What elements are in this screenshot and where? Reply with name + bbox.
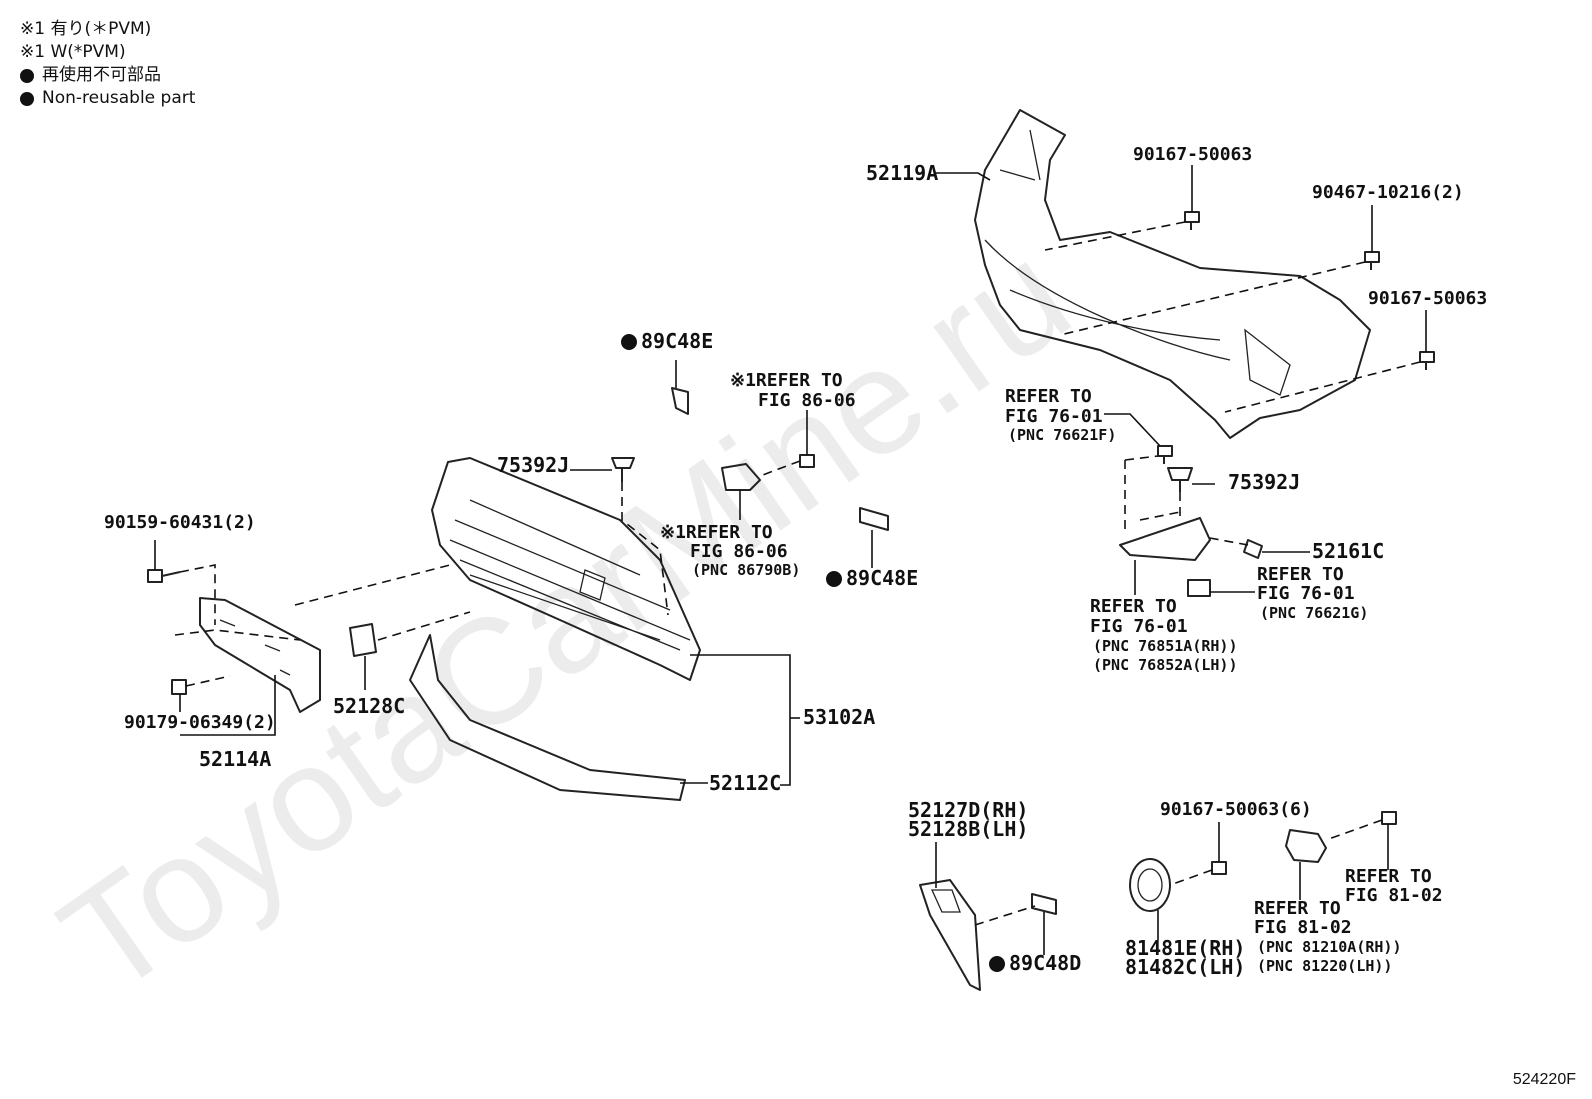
sensor-bracket-shape[interactable] <box>721 463 761 491</box>
fog-lamp-shape[interactable] <box>1285 829 1327 863</box>
ref-label-76-c-2[interactable]: FIG 76-01 <box>1090 616 1188 637</box>
ref-label-86-b-1[interactable]: ※1REFER TO <box>660 522 773 543</box>
ref-label-86-a-1[interactable]: ※1REFER TO <box>730 370 843 391</box>
part-label-52112C[interactable]: 52112C <box>709 771 781 795</box>
dash-fog-lamp <box>1325 819 1383 841</box>
bolt-shape-sensor[interactable] <box>799 454 815 468</box>
ref-label-76-b-3[interactable]: (PNC 76621G) <box>1260 604 1368 622</box>
ref-label-76-c-1[interactable]: REFER TO <box>1090 596 1177 617</box>
ref-label-81-b-1[interactable]: REFER TO <box>1254 898 1341 919</box>
ref-label-76-a-1[interactable]: REFER TO <box>1005 386 1092 407</box>
part-label-52128C[interactable]: 52128C <box>333 694 405 718</box>
part-label-75392J-left[interactable]: 75392J <box>497 453 569 477</box>
bolt-shape-fog-lamp[interactable] <box>1381 811 1397 825</box>
non-reusable-dot-icon <box>826 571 842 587</box>
bracket-shape-89C48E-mid[interactable] <box>859 507 889 531</box>
part-label-89C48E-top[interactable]: 89C48E <box>641 329 713 353</box>
non-reusable-dot-icon <box>20 91 34 106</box>
legend-note-4: Non-reusable part <box>20 87 195 110</box>
dash-52128C <box>377 611 471 641</box>
legend-note-2: ※1 W(*PVM) <box>20 42 126 62</box>
part-label-53102A[interactable]: 53102A <box>803 705 875 729</box>
part-label-90167-right[interactable]: 90167-50063 <box>1368 288 1487 309</box>
dash-89C48D <box>974 905 1036 926</box>
clip-shape-75392J-left[interactable] <box>611 457 635 482</box>
grille-assembly-shape[interactable] <box>431 457 701 681</box>
fog-cover-shape[interactable] <box>919 879 981 991</box>
clip-shape-75392J-right[interactable] <box>1167 467 1193 492</box>
part-label-52127D[interactable]: 52127D(RH) <box>908 798 1028 822</box>
ref-label-81-a-2[interactable]: FIG 81-02 <box>1345 885 1443 906</box>
ref-label-76-c-3[interactable]: (PNC 76851A(RH)) <box>1093 637 1238 655</box>
legend: ※1 有り(＊PVM) ※1 W(*PVM) 再使用不可部品 Non-reusa… <box>20 18 195 110</box>
part-label-89C48D[interactable]: 89C48D <box>1009 951 1081 975</box>
license-bracket-shape[interactable] <box>199 597 321 713</box>
part-label-90167-6[interactable]: 90167-50063(6) <box>1160 799 1312 820</box>
dash-90467 <box>1059 261 1366 336</box>
ref-label-76-a-2[interactable]: FIG 76-01 <box>1005 406 1103 427</box>
side-piece-shape[interactable] <box>1119 517 1211 561</box>
non-reusable-dot-icon <box>989 956 1005 972</box>
ref-label-76-a-3[interactable]: (PNC 76621F) <box>1008 426 1116 444</box>
part-label-90467[interactable]: 90467-10216(2) <box>1312 182 1464 203</box>
ref-label-76-b-2[interactable]: FIG 76-01 <box>1257 583 1355 604</box>
leader-52114A <box>180 675 276 736</box>
dash-ref76-a <box>1124 455 1159 535</box>
bracket-shape-89C48D[interactable] <box>1031 893 1057 915</box>
part-label-81482C[interactable]: 81482C(LH) <box>1125 955 1245 979</box>
ref-label-76-c-4[interactable]: (PNC 76852A(LH)) <box>1093 656 1238 674</box>
part-label-52161C[interactable]: 52161C <box>1312 539 1384 563</box>
leader-52119A <box>935 172 991 181</box>
cap-shape[interactable] <box>349 623 377 657</box>
part-label-52119A[interactable]: 52119A <box>866 161 938 185</box>
clip-shape-cover-top[interactable] <box>1184 211 1200 230</box>
legend-note-3: 再使用不可部品 <box>20 64 195 87</box>
bracket-shape-89C48E-top[interactable] <box>671 387 689 415</box>
clip-shape-lower-ref[interactable] <box>1187 579 1211 597</box>
ref-label-81-b-3[interactable]: (PNC 81210A(RH)) <box>1257 938 1402 956</box>
ref-label-86-b-3[interactable]: (PNC 86790B) <box>692 561 800 579</box>
dash-bracket-inner <box>174 629 301 641</box>
part-label-52128B[interactable]: 52128B(LH) <box>908 817 1028 841</box>
dash-90179 <box>185 675 231 687</box>
part-label-90179[interactable]: 90179-06349(2) <box>124 712 276 733</box>
non-reusable-dot-icon <box>621 334 637 350</box>
part-label-75392J-right[interactable]: 75392J <box>1228 470 1300 494</box>
leader-ref76-a <box>1104 413 1161 447</box>
clip-shape-cover-mid[interactable] <box>1364 251 1380 270</box>
ref-label-81-b-2[interactable]: FIG 81-02 <box>1254 917 1352 938</box>
leader-53102A <box>690 654 791 786</box>
figure-code: 524220F <box>1512 1071 1576 1088</box>
dash-90167-top <box>1044 221 1186 251</box>
dash-90159 <box>179 564 451 625</box>
part-label-89C48E-mid[interactable]: 89C48E <box>846 566 918 590</box>
dash-75392J-left <box>621 482 669 616</box>
ref-label-86-b-2[interactable]: FIG 86-06 <box>690 541 788 562</box>
part-label-52114A[interactable]: 52114A <box>199 747 271 771</box>
clip-shape-cover-right[interactable] <box>1419 351 1435 370</box>
part-label-90159[interactable]: 90159-60431(2) <box>104 512 256 533</box>
bolt-shape-90159[interactable] <box>147 569 181 583</box>
part-label-81481E[interactable]: 81481E(RH) <box>1125 936 1245 960</box>
ref-label-86-a-2[interactable]: FIG 86-06 <box>758 390 856 411</box>
bolt-shape-fog-ring[interactable] <box>1211 861 1227 875</box>
clip-shape-52161C[interactable] <box>1243 539 1263 559</box>
bumper-cover-shape[interactable] <box>974 109 1371 439</box>
dash-ref86-a <box>759 460 801 477</box>
part-label-90167-top[interactable]: 90167-50063 <box>1133 144 1252 165</box>
nut-shape-90179[interactable] <box>171 679 187 695</box>
lower-molding-shape[interactable] <box>409 634 686 801</box>
dash-90167-right <box>1224 361 1421 413</box>
ref-label-81-a-1[interactable]: REFER TO <box>1345 866 1432 887</box>
dash-fog-ring <box>1169 869 1213 886</box>
fog-ring-shape[interactable] <box>1129 858 1171 912</box>
ref-label-76-b-1[interactable]: REFER TO <box>1257 564 1344 585</box>
dash-75392J-right <box>1139 492 1181 521</box>
legend-note-1: ※1 有り(＊PVM) <box>20 19 152 39</box>
dash-52161C <box>1209 537 1249 546</box>
non-reusable-dot-icon <box>20 68 34 83</box>
clip-shape-cover-ref[interactable] <box>1157 445 1173 464</box>
ref-label-81-b-4[interactable]: (PNC 81220(LH)) <box>1257 957 1392 975</box>
